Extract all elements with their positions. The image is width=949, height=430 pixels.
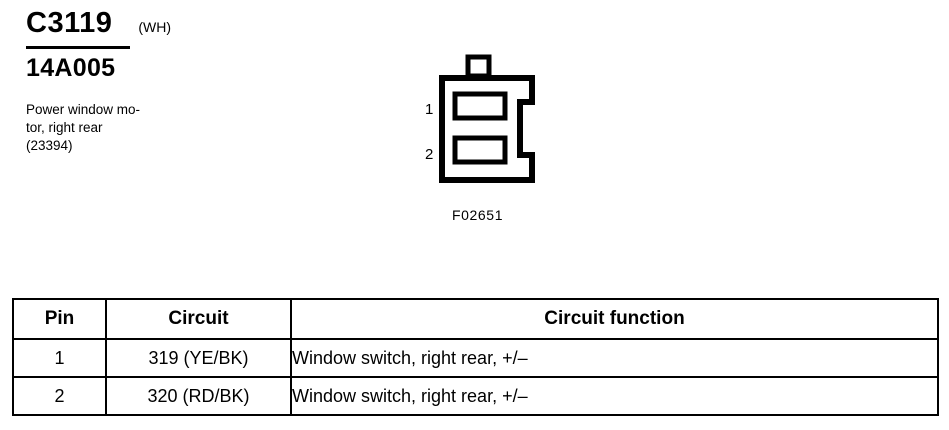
connector-id-underline (26, 46, 130, 49)
cell-pin: 1 (12, 338, 107, 378)
column-header-circuit-function: Circuit function (290, 298, 939, 340)
table-row: 1 319 (YE/BK) Window switch, right rear,… (12, 338, 939, 378)
terminal-cavity-1 (452, 91, 508, 121)
description-line-1: Power window mo- (26, 102, 141, 117)
connector-color-code: (WH) (138, 19, 172, 35)
table-header-row: Pin Circuit Circuit function (12, 298, 939, 340)
diagram-pin-label-1: 1 (425, 101, 434, 118)
pin-table-container: Pin Circuit Circuit function 1 319 (YE/B… (12, 298, 939, 416)
column-header-circuit: Circuit (105, 298, 292, 340)
part-number: 14A005 (26, 54, 116, 82)
connector-diagram: 1 2 F02651 (406, 52, 586, 232)
connector-figure-code: F02651 (452, 207, 504, 223)
connector-header: C3119 (WH) 14A005 Power window mo- tor, … (26, 6, 256, 155)
diagram-pin-label-2: 2 (425, 146, 434, 163)
terminal-cavity-2 (452, 135, 508, 165)
description-line-3: (23394) (26, 138, 73, 153)
cell-circuit-function: Window switch, right rear, +/– (290, 338, 939, 378)
pin-table: Pin Circuit Circuit function 1 319 (YE/B… (12, 298, 939, 416)
connector-outline-icon (439, 54, 535, 183)
table-row: 2 320 (RD/BK) Window switch, right rear,… (12, 376, 939, 416)
cell-circuit: 319 (YE/BK) (105, 338, 292, 378)
description-line-2: tor, right rear (26, 120, 103, 135)
cell-pin: 2 (12, 376, 107, 416)
connector-description: Power window mo- tor, right rear (23394) (26, 101, 206, 155)
column-header-pin: Pin (12, 298, 107, 340)
cell-circuit: 320 (RD/BK) (105, 376, 292, 416)
cell-circuit-function: Window switch, right rear, +/– (290, 376, 939, 416)
connector-id-row: C3119 (WH) (26, 6, 256, 44)
connector-body-outline (439, 75, 535, 183)
connector-id: C3119 (26, 7, 113, 39)
connector-locking-tab (465, 54, 492, 79)
